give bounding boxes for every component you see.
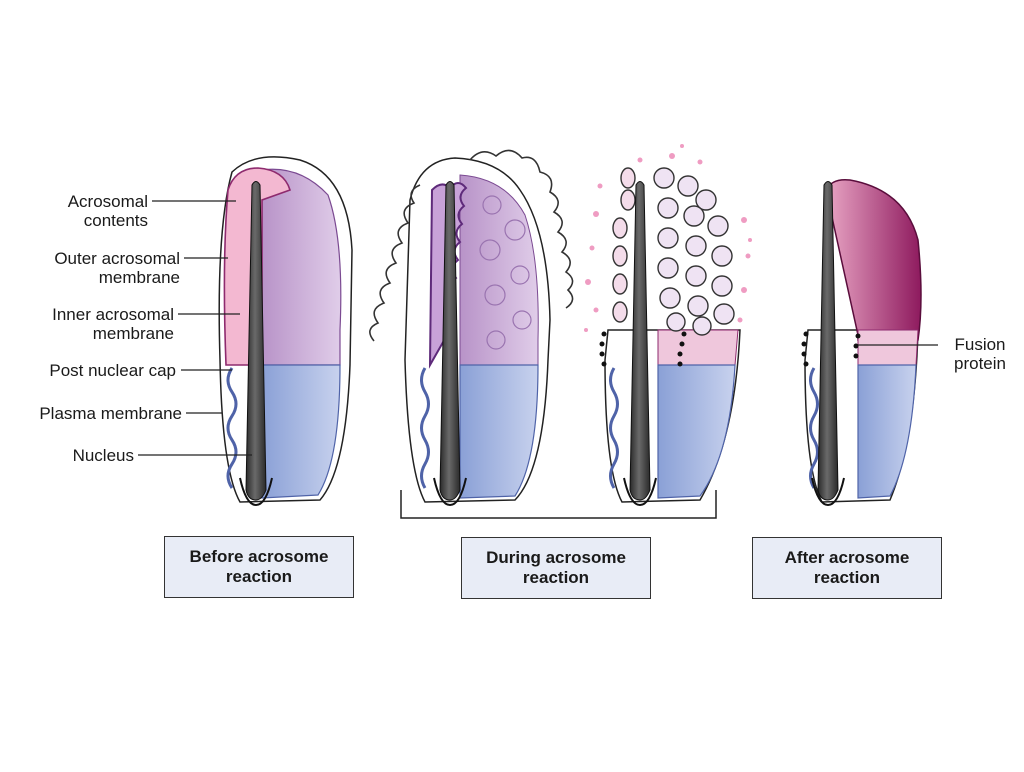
acrosome-remnant-shape bbox=[857, 329, 919, 366]
nucleus-base-shape bbox=[623, 477, 657, 507]
vesicle-cluster bbox=[612, 167, 735, 336]
label-line: Fusion bbox=[954, 335, 1006, 354]
acrosome-lilac-shape bbox=[261, 168, 342, 366]
postnuclear-blue-shape bbox=[261, 364, 341, 499]
during-bracket bbox=[400, 490, 717, 519]
label-line: Acrosomal bbox=[67, 192, 148, 211]
label-line: Outer acrosomal bbox=[54, 249, 180, 268]
label-fusion-protein: Fusion protein bbox=[940, 335, 1020, 373]
leader-lines bbox=[138, 200, 938, 456]
stage-line: During acrosome bbox=[486, 548, 626, 567]
postnuclear-blue-shape bbox=[459, 364, 539, 499]
stage-line: reaction bbox=[813, 568, 881, 587]
nucleus-shape bbox=[245, 181, 267, 501]
postnuclear-blue-shape bbox=[857, 364, 917, 499]
nucleus-base-shape bbox=[433, 477, 467, 507]
label-nucleus: Nucleus bbox=[72, 446, 134, 465]
wavy-membrane-shape bbox=[609, 367, 619, 489]
label-line: Inner acrosomal bbox=[52, 305, 174, 324]
sperm-head-during-1 bbox=[369, 149, 574, 507]
enzyme-specks bbox=[584, 144, 752, 332]
acrosome-magenta-shape bbox=[825, 178, 922, 341]
stage-after-box: After acrosome reaction bbox=[752, 537, 942, 599]
vesicle-edge-shape bbox=[469, 149, 574, 309]
sperm-head-during-2 bbox=[584, 144, 752, 507]
nucleus-shape bbox=[439, 181, 461, 501]
sperm-head-after bbox=[801, 178, 922, 507]
sperm-head-before bbox=[218, 156, 353, 507]
nucleus-shape bbox=[817, 181, 839, 501]
stage-during-box: During acrosome reaction bbox=[461, 537, 651, 599]
stage-line: After acrosome bbox=[784, 548, 910, 567]
acrosome-remnant-shape bbox=[657, 329, 739, 366]
wavy-membrane-shape bbox=[420, 367, 430, 489]
label-plasma-membrane: Plasma membrane bbox=[39, 404, 182, 423]
nucleus-shape bbox=[629, 181, 651, 501]
acrosome-lilac-shape bbox=[459, 174, 539, 366]
label-inner-acrosomal-membrane: Inner acrosomal membrane bbox=[18, 305, 174, 343]
label-acrosomal-contents: Acrosomal contents bbox=[40, 192, 148, 230]
label-line: membrane bbox=[92, 324, 174, 343]
label-post-nuclear-cap: Post nuclear cap bbox=[49, 361, 176, 380]
fusion-dots bbox=[599, 331, 687, 367]
label-outer-acrosomal-membrane: Outer acrosomal membrane bbox=[18, 249, 180, 287]
stage-line: Before acrosome bbox=[189, 547, 329, 566]
acrosome-bubbles bbox=[479, 195, 532, 350]
label-line: membrane bbox=[98, 268, 180, 287]
label-line: protein bbox=[954, 354, 1006, 373]
vesicle-edge-shape bbox=[369, 184, 421, 342]
label-line: contents bbox=[83, 211, 148, 230]
nucleus-base-shape bbox=[239, 477, 273, 507]
nucleus-base-shape bbox=[811, 477, 845, 507]
stage-line: reaction bbox=[522, 568, 590, 587]
postnuclear-blue-shape bbox=[657, 364, 736, 499]
stage-line: reaction bbox=[225, 567, 293, 586]
wavy-membrane-shape bbox=[809, 367, 819, 489]
fusion-dots bbox=[801, 331, 861, 367]
stage-before-box: Before acrosome reaction bbox=[164, 536, 354, 598]
wavy-membrane-shape bbox=[226, 367, 238, 489]
